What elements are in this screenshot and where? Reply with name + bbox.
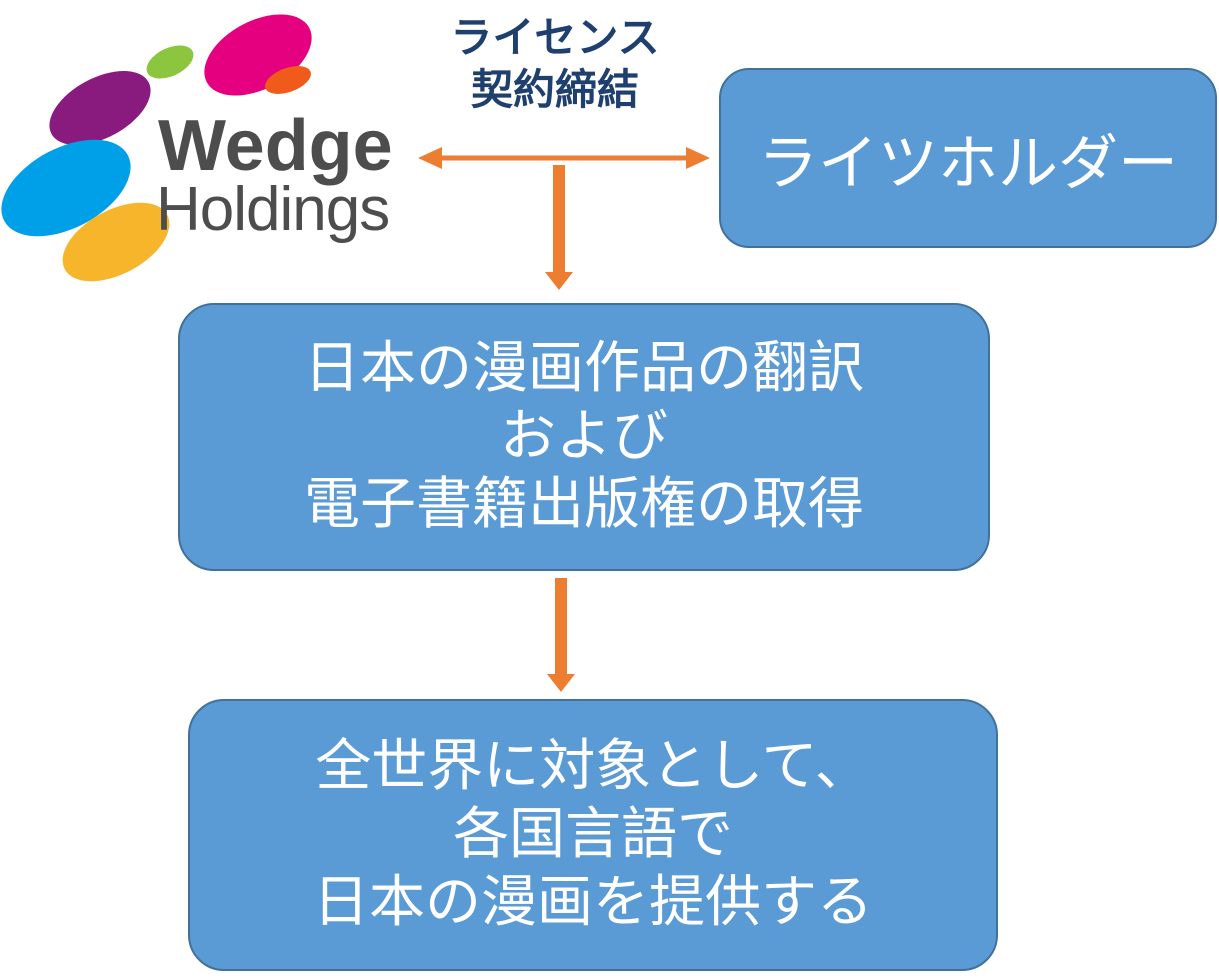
acquisition-line1: 日本の漫画作品の翻訳 [304,336,864,401]
license-arrow-right-head [686,147,710,169]
license-label-line1: ライセンス [450,13,660,62]
logo-blue-blob [1,139,131,237]
logo-text-wedge: Wedge [158,106,393,186]
provision-line3: 日本の漫画を提供する [313,870,873,935]
logo-magenta-blob [204,14,312,96]
down-arrow-1-head [545,272,573,290]
logo-yellow-blob [62,202,170,282]
acquisition-line3: 電子書籍出版権の取得 [304,472,864,537]
license-agreement-label: ライセンス 契約締結 [400,12,710,116]
down-arrow-2-head [547,674,575,692]
logo-green-blob [146,45,194,79]
logo-orange-blob [265,66,311,94]
license-label-line2: 契約締結 [470,65,639,114]
wedge-holdings-logo: Wedge Holdings [1,14,393,282]
rights-holder-label: ライツホルダー [758,128,1178,199]
global-provision-box: 全世界に対象として、 各国言語で 日本の漫画を提供する [188,699,998,971]
provision-line2: 各国言語で [453,802,733,867]
logo-text-holdings: Holdings [156,175,389,244]
provision-line1: 全世界に対象として、 [315,734,871,799]
acquisition-line2: および [500,404,668,469]
rights-acquisition-box: 日本の漫画作品の翻訳 および 電子書籍出版権の取得 [178,303,990,571]
license-arrow-left-head [418,147,442,169]
logo-purple-blob [49,71,151,145]
rights-holder-box: ライツホルダー [719,68,1217,248]
